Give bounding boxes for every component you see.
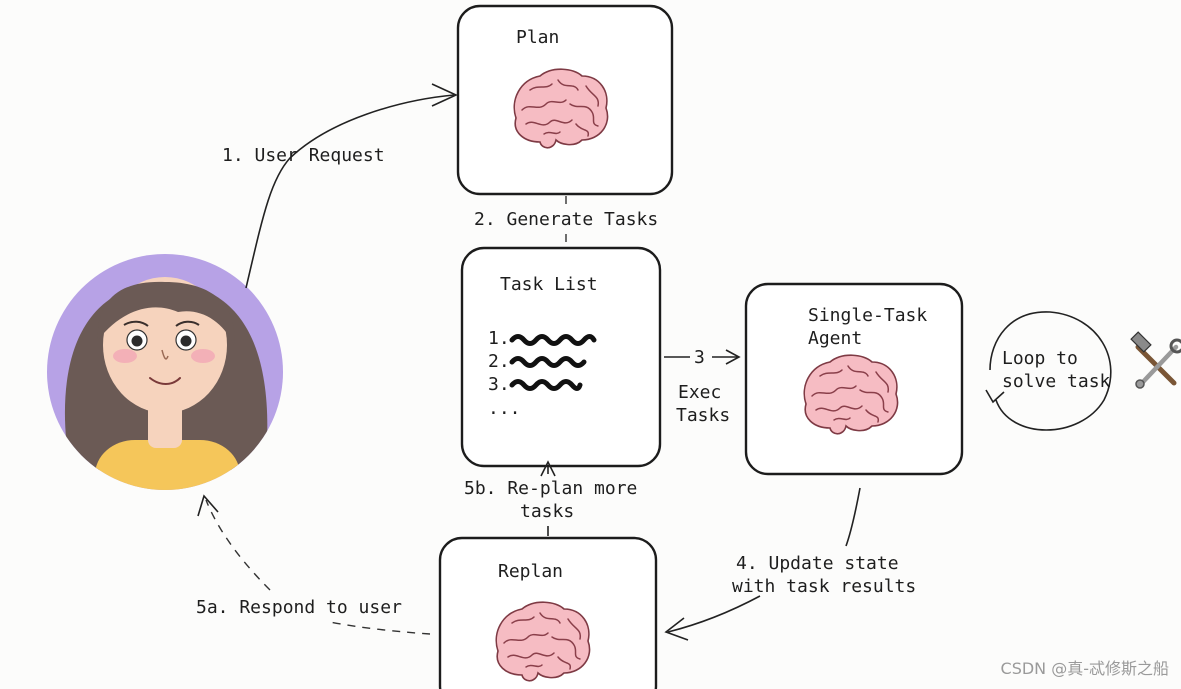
generate-tasks-label: 2. Generate Tasks — [474, 209, 658, 230]
respond-label: 5a. Respond to user — [196, 597, 402, 618]
user-request-label: 1. User Request — [222, 145, 385, 166]
task-item-number: 2. — [488, 351, 510, 372]
task-list-title: Task List — [500, 274, 598, 295]
update-state-arrow — [667, 595, 761, 633]
replan-arrowhead — [540, 460, 556, 477]
task-list-box — [460, 246, 662, 468]
exec-tasks-label-line1: Exec — [678, 382, 721, 403]
respond-arrow — [205, 499, 431, 635]
update-state-label-line2: with task results — [732, 576, 916, 597]
replan-more-label-line2: tasks — [520, 501, 574, 522]
replan-more-label-line1: 5b. Re-plan more — [464, 478, 637, 499]
exec-tasks-number: 3 — [694, 347, 705, 368]
update-state-arrowhead — [664, 617, 689, 641]
replan-title: Replan — [498, 561, 563, 582]
task-item-number: 1. — [488, 328, 510, 349]
exec-tasks-label-line2: Tasks — [676, 405, 730, 426]
agent-brain-icon — [803, 354, 899, 435]
agent-title-line1: Single-Task — [808, 305, 927, 326]
user-request-arrowhead — [431, 83, 458, 107]
user-request-arrow — [245, 94, 455, 289]
plan-title: Plan — [516, 27, 559, 48]
hammer-wrench-icon — [1130, 331, 1181, 389]
replan-brain-icon — [495, 601, 591, 682]
update-state-label-line1: 4. Update state — [736, 553, 899, 574]
user-avatar — [47, 254, 283, 490]
task-item-number: 3. — [488, 374, 510, 395]
task-scribble — [509, 379, 583, 391]
plan-brain-icon — [513, 68, 609, 149]
respond-arrowhead — [197, 494, 219, 517]
loop-label-line1: Loop to — [1002, 348, 1078, 369]
loop-label-line2: solve task — [1002, 371, 1111, 392]
loop-arrow — [989, 311, 1112, 431]
task-scribble — [509, 334, 597, 346]
task-item-number: ... — [488, 398, 521, 419]
update-state-arrow — [845, 487, 861, 547]
agent-title-line2: Agent — [808, 328, 862, 349]
exec-tasks-arrowhead — [725, 349, 741, 365]
loop-arrowhead — [985, 389, 1005, 404]
task-scribble — [509, 356, 587, 368]
watermark: CSDN @真-忒修斯之船 — [1000, 659, 1169, 678]
